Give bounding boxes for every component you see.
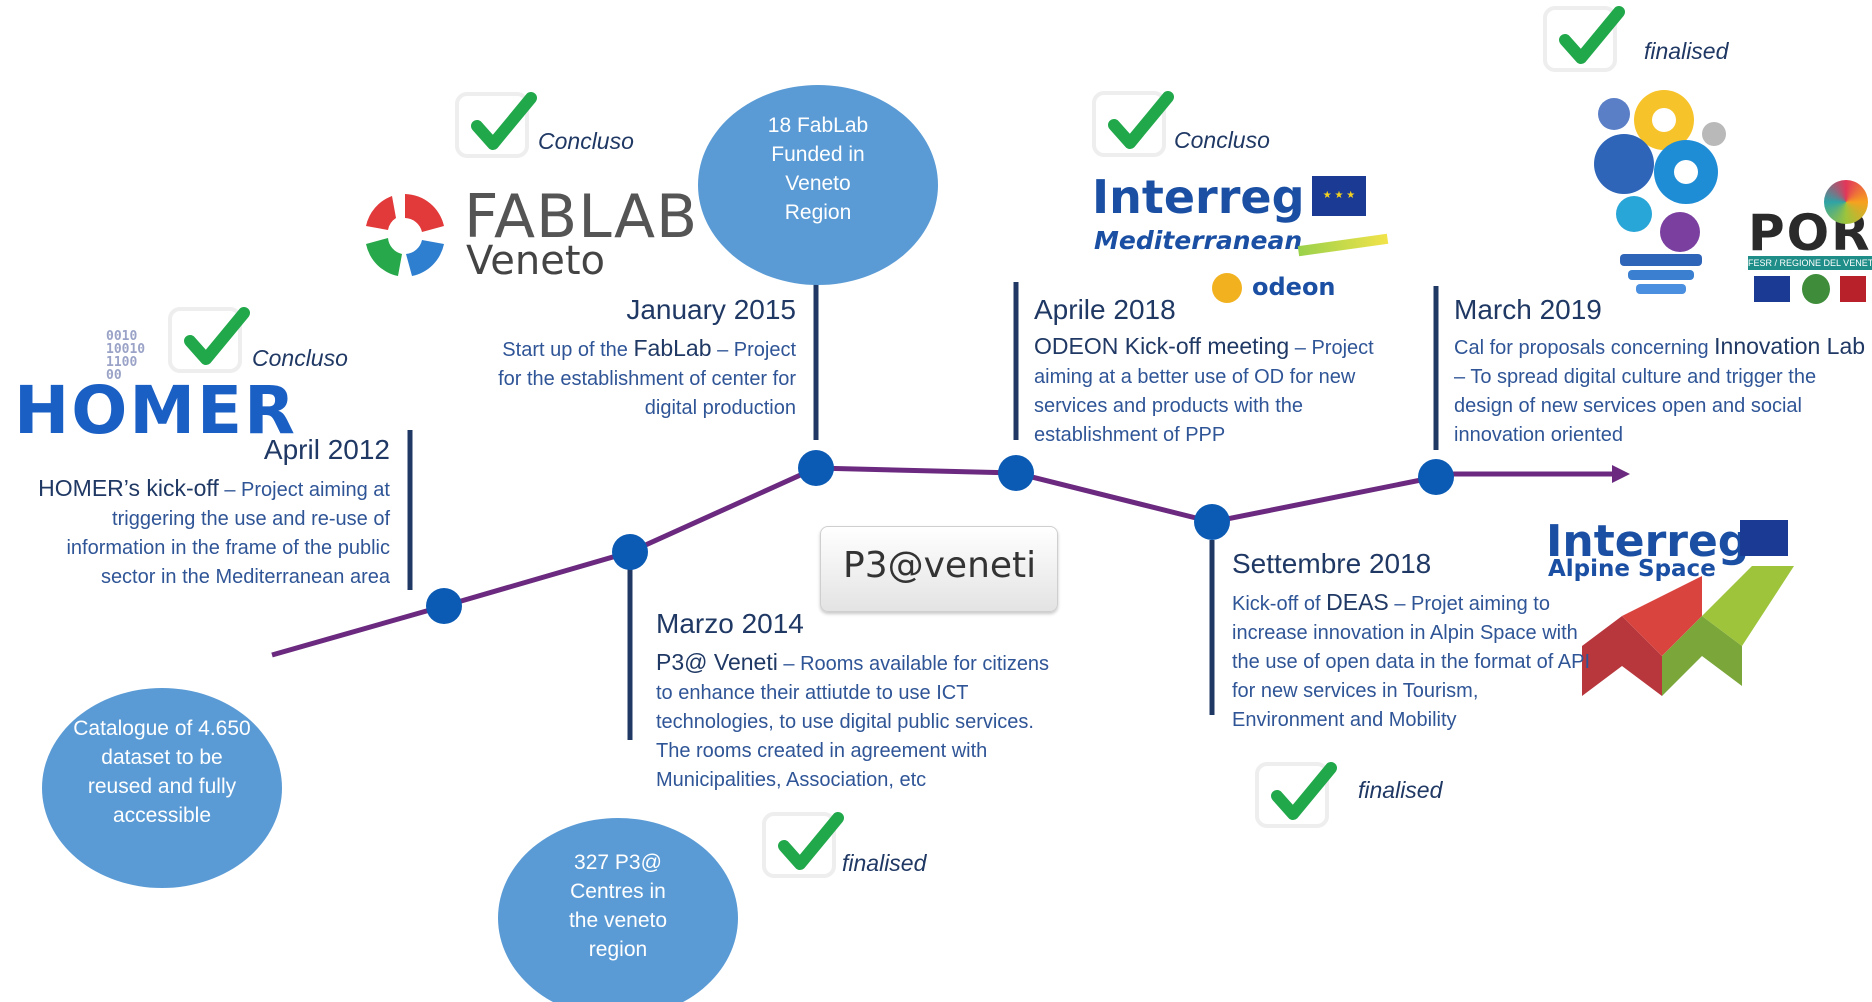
check-icon: [762, 812, 844, 878]
event-date-2015: January 2015: [626, 294, 796, 325]
interreg-med-title: Interreg: [1092, 170, 1305, 224]
event-text-2019: – To spread digital culture and trigger …: [1454, 366, 1817, 446]
event-pre-2019: Cal for proposals concerning: [1454, 337, 1715, 359]
interreg-alpine-sub: Alpine Space: [1548, 556, 1716, 582]
bubble-fablab-funded-text: 18 FabLab Funded in Veneto Region: [767, 114, 869, 224]
bubble-catalogue: [42, 688, 282, 888]
event-date-2012: April 2012: [263, 434, 390, 465]
fablab-logo-title: FABLAB: [464, 182, 699, 252]
timeline-node-2012: [426, 588, 462, 624]
status-2015: Concluso: [538, 128, 634, 154]
timeline-node-2014: [612, 534, 648, 570]
odeon-logo-text: odeon: [1252, 273, 1336, 301]
check-icon: [455, 92, 537, 158]
veneto-flag-icon: [1840, 276, 1866, 302]
por-logo: POR FESR / REGIONE DEL VENETO: [1584, 84, 1872, 314]
por-flower-icon: [1824, 180, 1868, 224]
status-2012: Concluso: [252, 345, 348, 371]
check-icon: [168, 307, 250, 373]
event-desc-2012: HOMER’s kick-off – Project aiming at tri…: [20, 474, 390, 592]
timeline-node-2015: [798, 450, 834, 486]
status-2018b: finalised: [1358, 777, 1443, 803]
event-desc-2014: P3@ Veneti – Rooms available for citizen…: [656, 648, 1056, 818]
event-text-2012: – Project aiming at triggering the use a…: [66, 479, 390, 588]
p3-veneti-logo-text: P3@veneti: [843, 545, 1037, 586]
event-highlight-2018b: DEAS: [1326, 589, 1389, 615]
event-desc-2018b: Kick-off of DEAS – Projet aiming to incr…: [1232, 588, 1592, 735]
event-desc-2018a: ODEON Kick-off meeting – Project aiming …: [1034, 332, 1394, 450]
por-logo-sub: FESR / REGIONE DEL VENETO: [1748, 256, 1872, 270]
lightbulb-gears-icon: [1594, 90, 1726, 294]
event-date-2014: Marzo 2014: [656, 608, 804, 639]
event-desc-2015: Start up of the FabLab – Project for the…: [480, 334, 796, 423]
med-wave-shape: [1297, 233, 1389, 257]
fablab-emblem-icon: [366, 194, 444, 276]
interreg-med-sub: Mediterranean: [1094, 226, 1303, 255]
event-date-2018b: Settembre 2018: [1232, 548, 1432, 579]
interreg-med-logo: Interreg ★ ★ ★ Mediterranean odeon: [1090, 170, 1390, 310]
timeline-node-2018b: [1194, 504, 1230, 540]
alpine-zigzag-icon: [1582, 566, 1794, 696]
interreg-alpine-logo: Interreg Alpine Space: [1546, 516, 1794, 696]
event-desc-2019: Cal for proposals concerning Innovation …: [1454, 332, 1868, 450]
eu-flag-icon: [1740, 520, 1788, 556]
event-pre-2018b: Kick-off of: [1232, 593, 1327, 615]
event-text-2018a: – Project aiming at a better use of OD f…: [1034, 337, 1374, 446]
event-highlight-2018a: ODEON Kick-off meeting: [1034, 333, 1290, 359]
event-highlight-2015: FabLab: [633, 335, 712, 361]
timeline-node-2018a: [998, 455, 1034, 491]
timeline-node-2019: [1418, 459, 1454, 495]
check-icon: [1543, 6, 1625, 72]
odeon-dot-icon: [1212, 273, 1242, 303]
timeline-arrow-head: [1612, 465, 1630, 483]
eu-flag-icon: ★ ★ ★: [1312, 176, 1366, 216]
event-text-2015: – Project for the establishment of cente…: [498, 339, 796, 419]
bubble-p3-centres: [498, 818, 738, 1002]
bubble-p3-centres-text: 327 P3@ Centres in the veneto region: [568, 851, 668, 961]
homer-logo-text: HOMER: [14, 372, 297, 449]
event-date-2019: March 2019: [1454, 294, 1602, 325]
eu-flag-icon: [1754, 276, 1790, 302]
event-highlight-2014: P3@ Veneti: [656, 649, 778, 675]
event-date-2018a: Aprile 2018: [1034, 294, 1176, 325]
fablab-logo: FABLAB Veneto: [356, 182, 697, 286]
fablab-logo-sub: Veneto: [466, 238, 605, 284]
check-icon: [1255, 762, 1337, 828]
event-text-2014: – Rooms available for citizens to enhanc…: [656, 653, 1050, 791]
check-icon: [1092, 91, 1174, 157]
italy-emblem-icon: [1802, 274, 1830, 304]
bubble-fablab-funded: [698, 85, 938, 285]
p3-veneti-logo: P3@veneti: [820, 526, 1058, 612]
status-2018a: Concluso: [1174, 127, 1270, 153]
event-highlight-2012: HOMER’s kick-off: [38, 475, 219, 501]
status-2014: finalised: [842, 850, 927, 876]
bubble-catalogue-text: Catalogue of 4.650 dataset to be reused …: [73, 717, 251, 827]
event-highlight-2019: Innovation Lab: [1714, 333, 1866, 359]
event-text-2018b: – Projet aiming to increase innovation i…: [1232, 593, 1591, 731]
status-2019: finalised: [1644, 38, 1729, 64]
interreg-alpine-title: Interreg: [1546, 516, 1750, 567]
event-pre-2015: Start up of the: [502, 339, 634, 361]
